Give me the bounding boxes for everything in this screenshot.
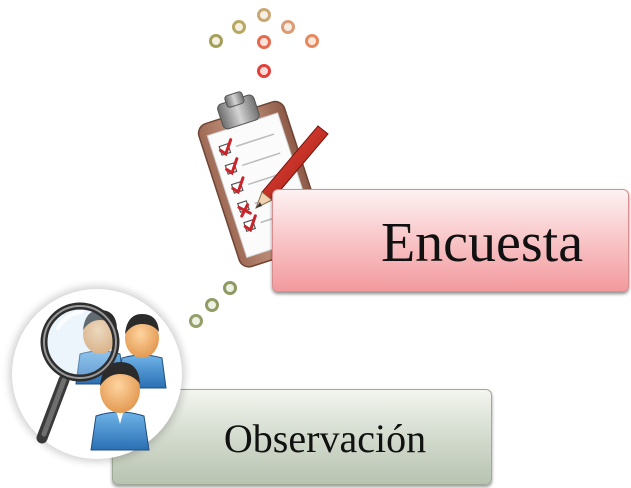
connector-dot [257, 8, 271, 22]
encuesta-label: Encuesta [380, 212, 584, 274]
connector-dot [205, 298, 219, 312]
connector-dot [232, 20, 246, 34]
connector-dot [305, 34, 319, 48]
connector-dot [281, 20, 295, 34]
connector-dot [209, 34, 223, 48]
connector-dot [257, 64, 271, 78]
observacion-label: Observación [223, 416, 427, 461]
connector-dot [257, 35, 271, 49]
encuesta-box [272, 189, 629, 292]
magnifier-people-icon [36, 302, 167, 451]
connector-dot [189, 314, 203, 328]
connector-dot [223, 281, 237, 295]
